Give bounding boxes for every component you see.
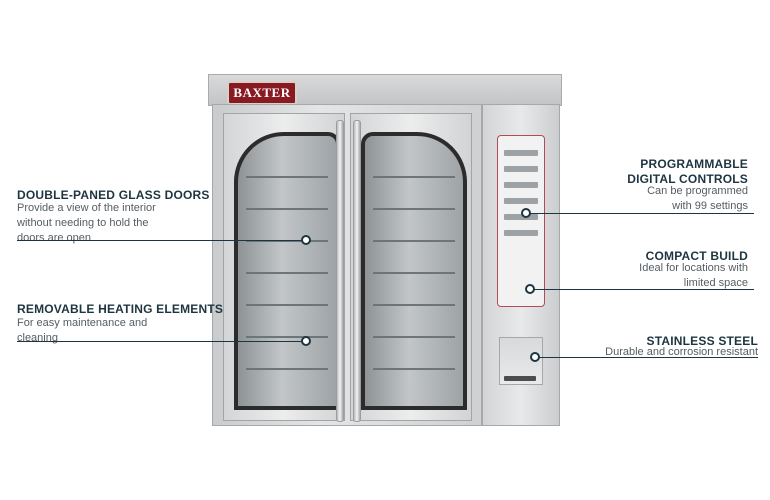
glass-doors-marker bbox=[301, 235, 311, 245]
oven-top-panel: BAXTER bbox=[208, 74, 562, 106]
right-door-handle bbox=[353, 120, 361, 422]
digital-controls-description-line2: with 99 settings bbox=[672, 200, 748, 212]
stainless-steel-leader-line bbox=[539, 357, 758, 358]
oven-rack bbox=[246, 176, 328, 178]
heating-elements-title: REMOVABLE HEATING ELEMENTS bbox=[17, 302, 224, 316]
oven-rack bbox=[246, 336, 328, 338]
compact-build-leader-line bbox=[534, 289, 754, 290]
control-display bbox=[504, 150, 538, 156]
stainless-steel-title: STAINLESS STEEL bbox=[646, 334, 758, 348]
oven-rack bbox=[373, 304, 455, 306]
oven-body bbox=[212, 104, 482, 426]
heating-elements-marker bbox=[301, 336, 311, 346]
vent-slot bbox=[504, 376, 536, 381]
compact-build-description-line1: Ideal for locations with bbox=[639, 262, 748, 274]
stainless-steel-description: Durable and corrosion resistant bbox=[605, 346, 758, 358]
glass-doors-title: DOUBLE-PANED GLASS DOORS bbox=[17, 188, 210, 202]
oven-rack bbox=[246, 208, 328, 210]
compact-build-description-line2: limited space bbox=[683, 277, 748, 289]
digital-controls-description-line1: Can be programmed bbox=[647, 185, 748, 197]
left-door-handle bbox=[336, 120, 344, 422]
oven-rack bbox=[373, 176, 455, 178]
oven-rack bbox=[246, 240, 328, 242]
digital-controls-title-line2: DIGITAL CONTROLS bbox=[627, 172, 748, 186]
right-door bbox=[350, 113, 472, 422]
control-display bbox=[504, 198, 538, 204]
oven-side-panel bbox=[482, 104, 560, 426]
control-display bbox=[504, 166, 538, 172]
glass-doors-description: Provide a view of the interior without n… bbox=[17, 202, 156, 244]
oven-rack bbox=[373, 208, 455, 210]
control-display bbox=[504, 214, 538, 220]
brand-logo: BAXTER bbox=[227, 81, 297, 105]
heating-elements-leader-line bbox=[17, 341, 302, 342]
left-door-glass bbox=[234, 132, 340, 410]
oven-rack bbox=[373, 368, 455, 370]
left-door bbox=[223, 113, 345, 422]
right-door-glass bbox=[361, 132, 467, 410]
compact-build-title: COMPACT BUILD bbox=[645, 249, 748, 263]
oven-rack bbox=[246, 272, 328, 274]
glass-doors-leader-line bbox=[17, 240, 302, 241]
oven-rack bbox=[373, 272, 455, 274]
digital-controls-leader-line bbox=[530, 213, 754, 214]
digital-controls-title-line1: PROGRAMMABLE bbox=[640, 157, 748, 171]
control-display bbox=[504, 230, 538, 236]
digital-control-panel bbox=[497, 135, 545, 307]
oven-rack bbox=[373, 240, 455, 242]
control-display bbox=[504, 182, 538, 188]
oven-rack bbox=[246, 368, 328, 370]
oven-rack bbox=[246, 304, 328, 306]
oven-rack bbox=[373, 336, 455, 338]
